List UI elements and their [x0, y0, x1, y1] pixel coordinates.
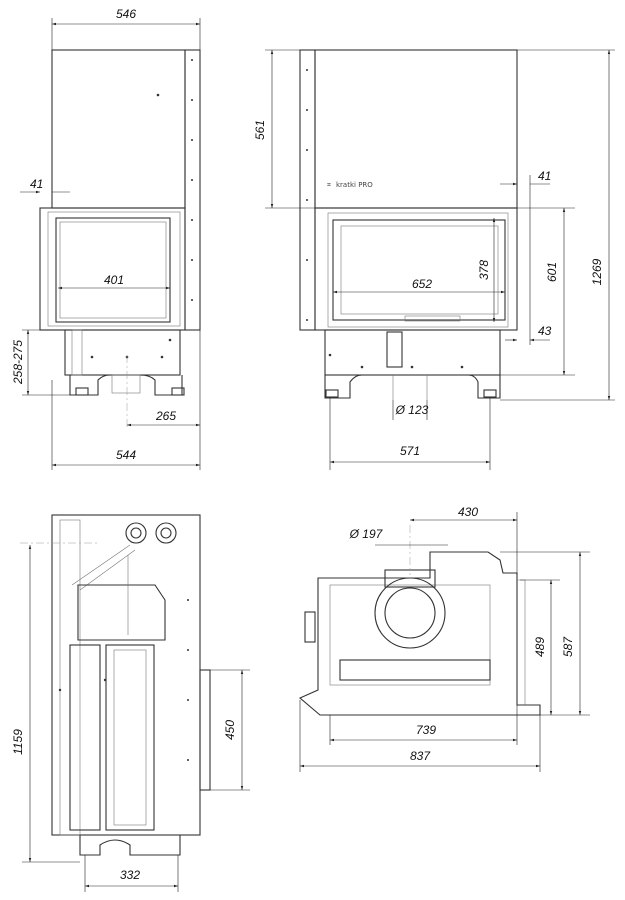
dim-41: 41: [30, 177, 43, 191]
side-view: 1159 450 332: [11, 514, 250, 892]
svg-text:kratki PRO: kratki PRO: [336, 181, 373, 189]
kratki-logo: ⌗ kratki PRO: [327, 181, 373, 189]
top-view: Ø 197 430 489 587 739 837: [298, 505, 590, 772]
dim-43: 43: [538, 324, 552, 338]
dim-265: 265: [155, 409, 176, 423]
dim-561: 561: [253, 120, 267, 140]
svg-text:⌗: ⌗: [327, 181, 331, 189]
dim-546: 546: [116, 7, 136, 21]
front-right-view: ⌗ kratki PRO 561 41 652 378 601 1269 43 …: [253, 49, 615, 470]
dim-258-275: 258-275: [11, 340, 25, 385]
dim-601: 601: [545, 262, 559, 282]
dim-571: 571: [400, 444, 420, 458]
dim-flue-123: Ø 123: [395, 403, 429, 417]
dim-544: 544: [116, 448, 136, 462]
dim-41-right: 41: [538, 169, 551, 183]
dim-flue-197: Ø 197: [349, 527, 384, 541]
dim-652: 652: [412, 277, 432, 291]
dim-430: 430: [458, 505, 478, 519]
dim-1159: 1159: [11, 729, 25, 755]
dim-587: 587: [561, 636, 575, 657]
dim-332: 332: [120, 868, 140, 882]
dim-837: 837: [410, 749, 431, 763]
dim-489: 489: [533, 637, 547, 657]
front-left-view: 546 41 401 258-275 265 544: [11, 7, 201, 470]
dim-739: 739: [416, 723, 436, 737]
dim-1269: 1269: [590, 258, 604, 285]
dim-401: 401: [104, 273, 124, 287]
dim-450: 450: [223, 720, 237, 740]
dim-378: 378: [477, 260, 491, 280]
